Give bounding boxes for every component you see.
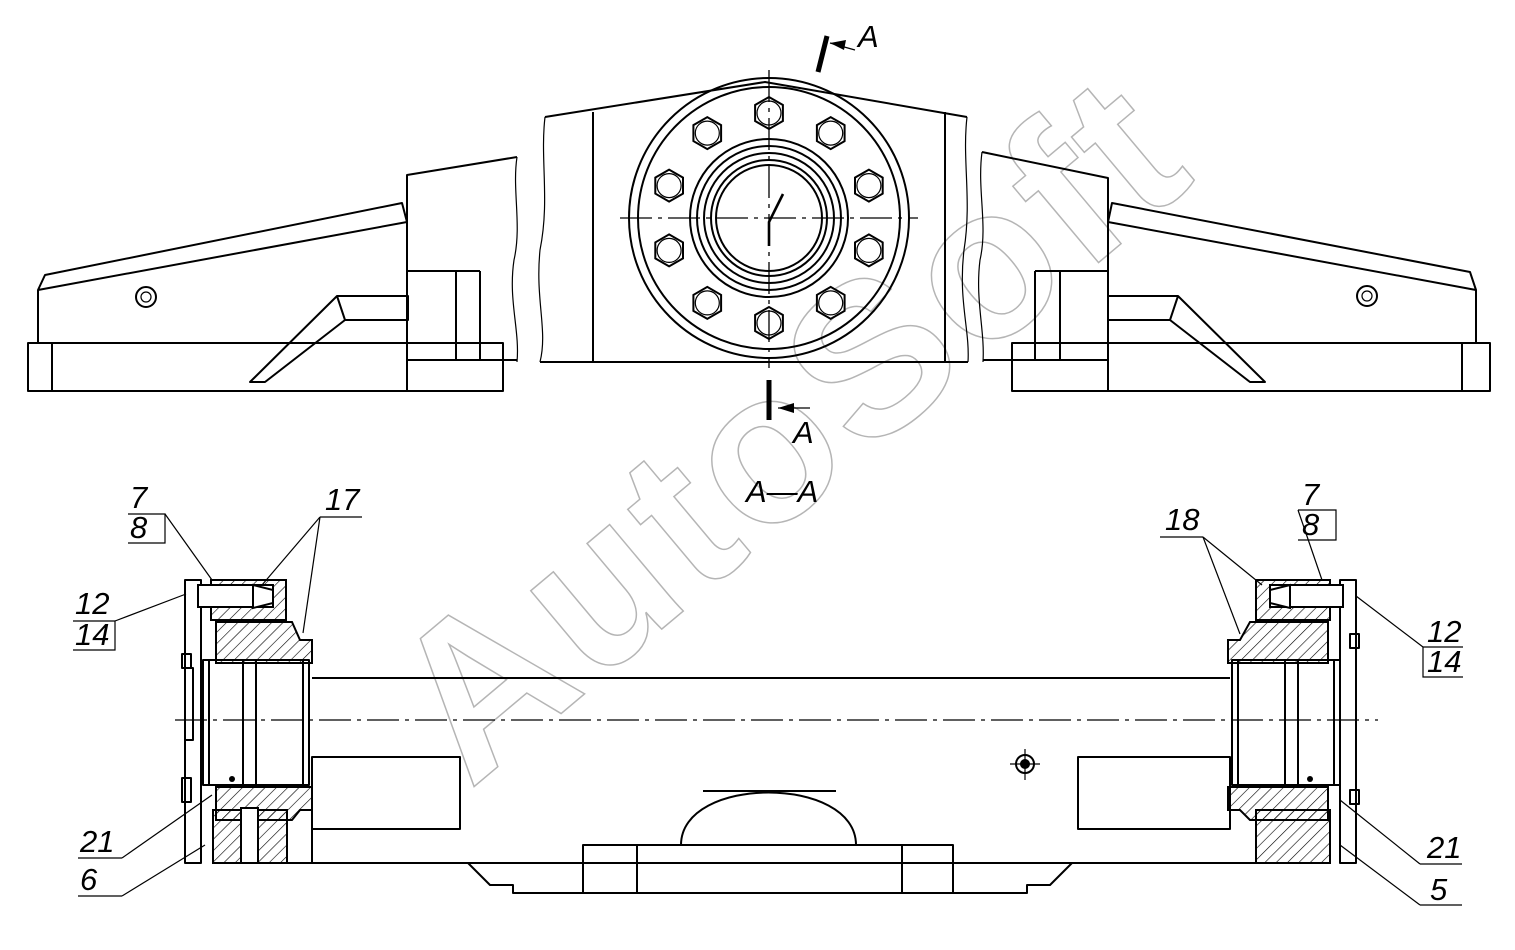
right-leaf-spring bbox=[1011, 202, 1491, 392]
bolt-washer bbox=[818, 120, 844, 146]
section-cut-marker-top: A bbox=[815, 19, 879, 73]
callout-8-left: 8 bbox=[130, 510, 148, 545]
bolt-head-icon bbox=[692, 285, 723, 321]
bolt-head-icon bbox=[692, 115, 723, 151]
callout-7-left: 7 bbox=[130, 480, 149, 515]
callout-21-right: 21 bbox=[1426, 830, 1461, 865]
left-bracket bbox=[406, 156, 519, 391]
callout-7-right: 7 bbox=[1302, 477, 1321, 512]
axle-body bbox=[287, 677, 1255, 894]
left-rivet-icon bbox=[135, 286, 157, 308]
bolt-head-icon bbox=[654, 168, 684, 203]
watermark: AutoSoft bbox=[344, 26, 1232, 826]
bolt-washer bbox=[656, 173, 682, 199]
left-hub-assembly bbox=[181, 579, 313, 864]
callout-6: 6 bbox=[80, 862, 98, 897]
callout-12-right: 12 bbox=[1427, 614, 1461, 649]
front-view: A A bbox=[27, 19, 1491, 450]
section-marker-label: A bbox=[791, 415, 814, 450]
bolt-washer bbox=[856, 237, 882, 263]
bolt-washer bbox=[818, 290, 844, 316]
callout-21-left: 21 bbox=[79, 824, 114, 859]
callout-8-right: 8 bbox=[1302, 507, 1320, 542]
center-body bbox=[538, 81, 969, 363]
hub-flange bbox=[620, 70, 918, 368]
bolt-washer bbox=[856, 173, 882, 199]
bolt-washer bbox=[656, 237, 682, 263]
section-cut-marker-bottom: A bbox=[766, 380, 814, 450]
bolt-washer bbox=[694, 120, 720, 146]
section-marker-label: A bbox=[856, 19, 879, 54]
callout-5: 5 bbox=[1430, 872, 1448, 907]
right-rivet-icon bbox=[1356, 285, 1378, 307]
bolt-head-icon bbox=[854, 233, 884, 268]
callouts: 7 8 12 14 17 21 6 7 8 18 12 14 bbox=[73, 477, 1463, 907]
left-leaf-spring bbox=[27, 202, 504, 392]
bolt-head-icon bbox=[815, 285, 846, 321]
callout-12-left: 12 bbox=[75, 586, 109, 621]
bolt-washer bbox=[694, 290, 720, 316]
right-hub-assembly bbox=[1227, 579, 1360, 864]
bolt-head-icon bbox=[854, 168, 884, 203]
callout-17: 17 bbox=[325, 482, 361, 517]
svg-text:AutoSoft: AutoSoft bbox=[345, 26, 1232, 825]
callout-18: 18 bbox=[1165, 502, 1200, 537]
section-title: A—A bbox=[744, 474, 818, 509]
bolt-head-icon bbox=[654, 233, 684, 268]
section-view bbox=[175, 579, 1378, 894]
callout-14-left: 14 bbox=[75, 617, 109, 652]
callout-14-right: 14 bbox=[1427, 644, 1461, 679]
bolt-head-icon bbox=[815, 115, 846, 151]
